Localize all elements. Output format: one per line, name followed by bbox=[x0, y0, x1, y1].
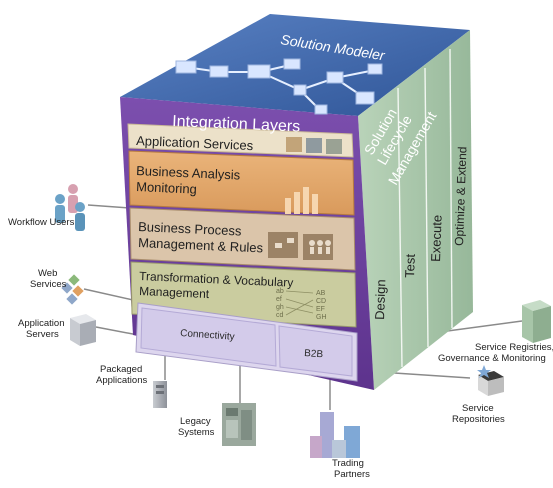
web-services-label-1: Web bbox=[38, 268, 57, 279]
legacy-systems-label-2: Systems bbox=[178, 427, 215, 438]
trading-partners-label-2: Partners bbox=[334, 469, 370, 480]
service-registries-label-2: Governance & Monitoring bbox=[438, 353, 546, 364]
layer-business-process bbox=[129, 207, 356, 271]
legacy-systems-label-1: Legacy bbox=[180, 416, 211, 427]
transformation-line-2: Management bbox=[139, 284, 210, 301]
map-right-1: AB bbox=[316, 290, 326, 297]
transformation-line-1: Transformation & Vocabulary bbox=[139, 269, 294, 290]
business-process-line-1: Business Process bbox=[138, 219, 242, 239]
service-repositories-label-2: Repositories bbox=[452, 414, 505, 425]
business-analysis-line-1: Business Analysis bbox=[136, 163, 241, 183]
transformation-label: Transformation & Vocabulary Management bbox=[139, 269, 294, 301]
process-flow-icon bbox=[268, 232, 298, 258]
trading-partners-label-1: Trading bbox=[332, 458, 364, 469]
application-servers-label-2: Servers bbox=[26, 329, 59, 340]
application-servers-label-1: Application bbox=[18, 318, 64, 329]
layer-business-analysis bbox=[128, 150, 355, 216]
packaged-applications-label-2: Applications bbox=[96, 375, 147, 386]
integration-layers-title: Integration Layers bbox=[172, 113, 301, 136]
business-analysis-label: Business Analysis Monitoring bbox=[136, 163, 241, 197]
application-server-icon bbox=[70, 314, 96, 346]
side-column-dividers bbox=[397, 48, 453, 368]
service-repositories-icon bbox=[477, 365, 504, 396]
map-right-3: EF bbox=[316, 306, 325, 313]
map-right-4: GH bbox=[316, 314, 327, 321]
workflow-users-icon bbox=[55, 184, 85, 231]
service-registries-icon bbox=[522, 300, 551, 343]
flow-icon bbox=[306, 138, 322, 153]
star-icon bbox=[477, 365, 491, 378]
packaged-applications-icon bbox=[153, 381, 167, 408]
business-process-line-2: Management & Rules bbox=[138, 235, 264, 255]
map-left-3: gh bbox=[276, 304, 284, 311]
packaged-applications-label-1: Packaged bbox=[100, 364, 142, 375]
application-services-label: Application Services bbox=[136, 133, 254, 153]
legacy-systems-icon bbox=[222, 403, 256, 446]
connectivity-label: Connectivity bbox=[180, 328, 235, 343]
service-registries-label-1: Service Registries, bbox=[475, 342, 553, 353]
map-right-2: CD bbox=[316, 298, 326, 305]
service-repositories-label-1: Service bbox=[462, 403, 494, 414]
mapping-lines bbox=[285, 290, 314, 316]
solution-modeler-flow-icon bbox=[175, 58, 383, 115]
business-process-label: Business Process Management & Rules bbox=[138, 219, 264, 255]
cube-side-face bbox=[358, 30, 473, 390]
transform-map-right: AB CD EF GH bbox=[316, 290, 327, 321]
chart-icon bbox=[286, 137, 302, 152]
transform-map-left: ab ef gh cd bbox=[276, 288, 284, 319]
grid-icon bbox=[326, 139, 342, 154]
column-test: Test bbox=[402, 253, 418, 278]
bar-chart-icon bbox=[285, 187, 318, 214]
workflow-users-label: Workflow Users bbox=[8, 217, 75, 228]
web-services-label-2: Services bbox=[30, 279, 67, 290]
business-analysis-line-2: Monitoring bbox=[136, 179, 197, 197]
column-optimize: Optimize & Extend bbox=[452, 146, 469, 246]
column-execute: Execute bbox=[428, 215, 445, 262]
trading-partners-icon bbox=[310, 412, 360, 458]
layer-connectivity bbox=[135, 302, 358, 382]
b2b-label: B2B bbox=[304, 348, 324, 360]
map-left-4: cd bbox=[276, 312, 284, 319]
side-columns: Design Test Execute Optimize & Extend bbox=[372, 146, 469, 320]
map-left-2: ef bbox=[276, 296, 282, 303]
column-design: Design bbox=[372, 279, 388, 320]
map-left-1: ab bbox=[276, 288, 284, 295]
layer-application-services bbox=[127, 123, 354, 158]
